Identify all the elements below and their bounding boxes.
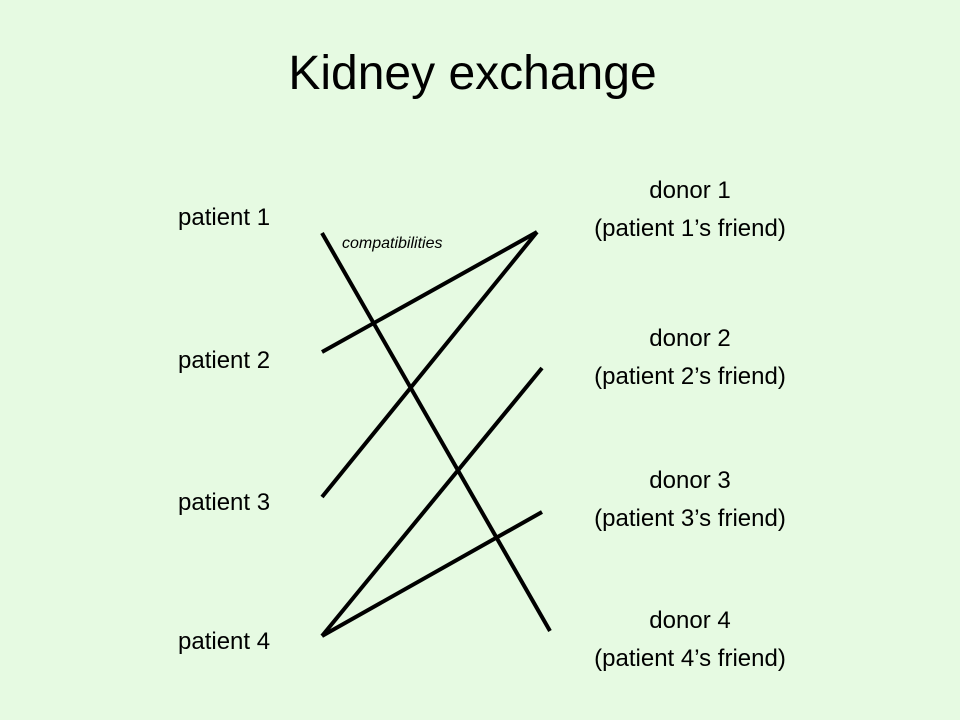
donor-2-note: (patient 2’s friend) (594, 363, 786, 390)
donor-3-label: donor 3 (649, 467, 731, 494)
donor-2-label: donor 2 (649, 325, 731, 352)
donor-4: donor 4 (patient 4’s friend) (545, 602, 835, 678)
compatibilities-label: compatibilities (342, 235, 443, 252)
edge-patient-1-donor-4 (320, 232, 552, 632)
edge-patient-3-donor-1 (320, 230, 539, 499)
donor-2: donor 2 (patient 2’s friend) (545, 320, 835, 396)
donor-4-label: donor 4 (649, 607, 731, 634)
slide-title: Kidney exchange (288, 47, 657, 100)
donor-1-note: (patient 1’s friend) (594, 215, 786, 242)
donor-4-note: (patient 4’s friend) (594, 645, 786, 672)
donor-3: donor 3 (patient 3’s friend) (545, 462, 835, 538)
edge-patient-4-donor-2 (320, 366, 544, 638)
donor-1-label: donor 1 (649, 177, 731, 204)
edge-patient-2-donor-1 (321, 230, 538, 354)
patient-4-label: patient 4 (178, 628, 271, 655)
patient-1-label: patient 1 (178, 204, 271, 231)
donor-3-note: (patient 3’s friend) (594, 505, 786, 532)
patient-2-label: patient 2 (178, 347, 271, 374)
donor-1: donor 1 (patient 1’s friend) (545, 172, 835, 248)
patient-3-label: patient 3 (178, 489, 271, 516)
edge-patient-4-donor-3 (321, 510, 543, 638)
